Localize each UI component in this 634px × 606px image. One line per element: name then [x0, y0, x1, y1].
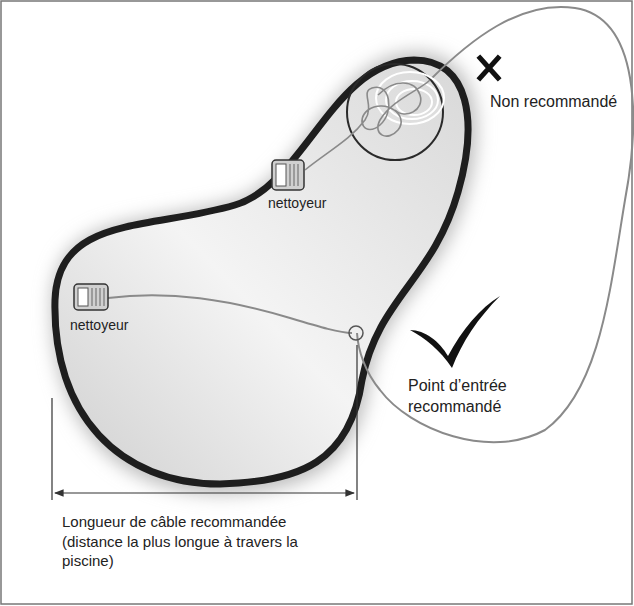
cleaner-icon	[74, 284, 108, 310]
cleaner-label: nettoyeur	[70, 316, 160, 334]
tangle-circle	[347, 64, 443, 160]
tangled-cable	[305, 80, 430, 170]
cleaner-icon	[272, 160, 304, 190]
dimension-label: Longueur de câble recommandée (distance …	[62, 512, 324, 571]
dimension-arrow	[55, 492, 354, 493]
check-mark	[410, 296, 500, 368]
pool-shadow	[52, 52, 477, 494]
warning-label: Non recommandé	[490, 92, 620, 113]
entry-point	[349, 326, 363, 340]
cable	[357, 7, 633, 442]
cleaner-label: nettoyeur	[268, 194, 358, 212]
pool-outline	[55, 60, 468, 484]
extension-line	[52, 345, 357, 500]
cross-mark	[480, 58, 498, 78]
cable	[108, 295, 352, 333]
entry-label: Point d’entrée recommandé	[408, 376, 568, 418]
